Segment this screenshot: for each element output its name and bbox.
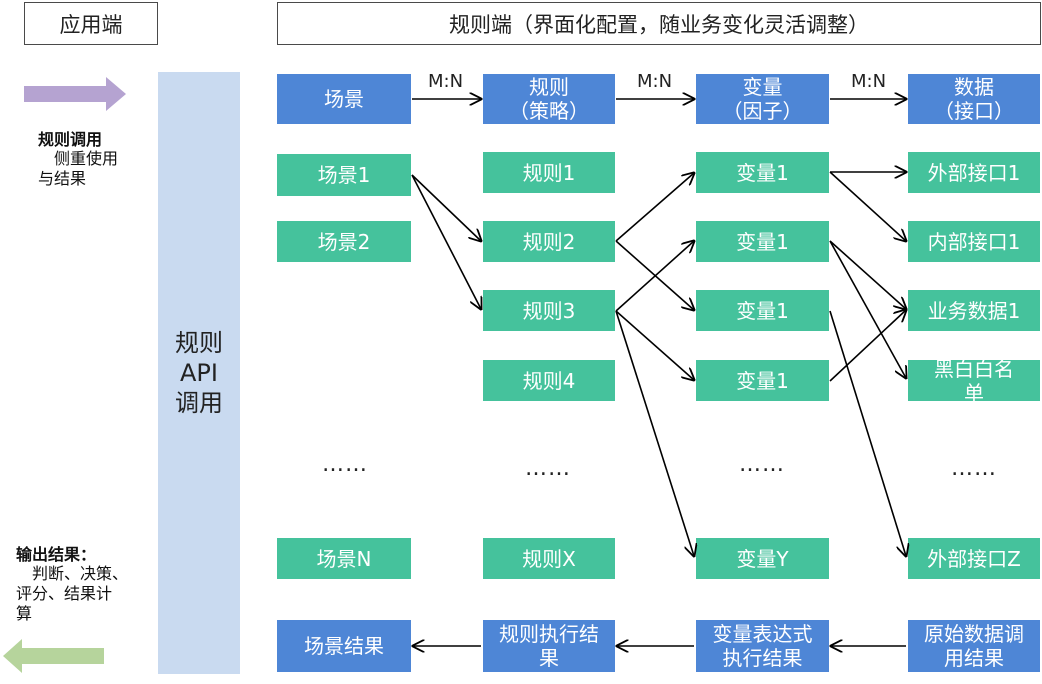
- variable-item-2: 变量1: [696, 221, 829, 262]
- relation-label-scene-rule: M:N: [428, 71, 464, 92]
- rule-call-title: 规则调用: [38, 130, 103, 149]
- rule-item-x: 规则X: [483, 538, 615, 579]
- rule-item-2: 规则2: [483, 221, 615, 262]
- arrow-variable2-blackwhite: [829, 240, 906, 378]
- rule-item-3: 规则3: [483, 290, 615, 331]
- scene-item-n: 场景N: [277, 538, 411, 579]
- variable-result: 变量表达式 执行结果: [696, 620, 829, 672]
- variable-item-y: 变量Y: [696, 538, 829, 579]
- rule-result: 规则执行结 果: [483, 620, 615, 672]
- arrow-variable1-internal1: [829, 171, 906, 241]
- variable-ellipsis: ……: [739, 452, 785, 477]
- scene-ellipsis: ……: [322, 452, 368, 477]
- arrow-variable4-business1: [829, 310, 906, 382]
- rule-api-column: 规则 API 调用: [158, 72, 240, 674]
- data-item-external-1: 外部接口1: [908, 152, 1040, 193]
- rule-ellipsis: ……: [525, 456, 571, 481]
- data-header: 数据 （接口）: [908, 74, 1040, 124]
- relation-label-variable-data: M:N: [851, 71, 887, 92]
- variable-item-4: 变量1: [696, 360, 829, 401]
- output-arrow-icon: [3, 639, 104, 673]
- data-item-internal-1: 内部接口1: [908, 221, 1040, 262]
- data-result: 原始数据调 用结果: [908, 620, 1040, 672]
- arrow-rule3-variable2: [615, 241, 694, 312]
- call-arrow-icon: [24, 77, 126, 111]
- arrow-rule2-variable1: [615, 173, 694, 242]
- data-item-external-z: 外部接口Z: [908, 538, 1040, 579]
- rule-header: 规则 （策略）: [483, 74, 615, 124]
- arrow-variable3-externalz: [829, 310, 906, 556]
- variable-item-3: 变量1: [696, 290, 829, 331]
- rule-side-header: 规则端（界面化配置，随业务变化灵活调整）: [277, 2, 1041, 45]
- data-ellipsis: ……: [951, 456, 997, 481]
- variable-item-1: 变量1: [696, 152, 829, 193]
- arrow-rule3-variabley: [615, 310, 694, 556]
- arrow-scene1-rule3: [411, 174, 481, 309]
- data-item-blackwhite-list: 黑白白名 单: [908, 360, 1040, 401]
- variable-header: 变量 （因子）: [696, 74, 829, 124]
- scene-result: 场景结果: [277, 620, 411, 672]
- scene-item-2: 场景2: [277, 221, 411, 262]
- output-desc: 判断、决策、 评分、结果计 算: [16, 564, 129, 623]
- scene-item-1: 场景1: [277, 154, 411, 196]
- relation-label-rule-variable: M:N: [637, 71, 673, 92]
- rule-item-1: 规则1: [483, 152, 615, 193]
- arrow-variable2-business1: [829, 240, 906, 309]
- rule-item-4: 规则4: [483, 360, 615, 401]
- scene-header: 场景: [277, 74, 411, 124]
- rule-call-desc: 侧重使用 与结果: [38, 149, 119, 188]
- data-item-business-1: 业务数据1: [908, 290, 1040, 331]
- arrow-rule3-variable4: [615, 310, 694, 380]
- arrow-scene1-rule2: [411, 174, 481, 241]
- app-side-header: 应用端: [24, 2, 158, 45]
- output-title: 输出结果：: [16, 545, 97, 564]
